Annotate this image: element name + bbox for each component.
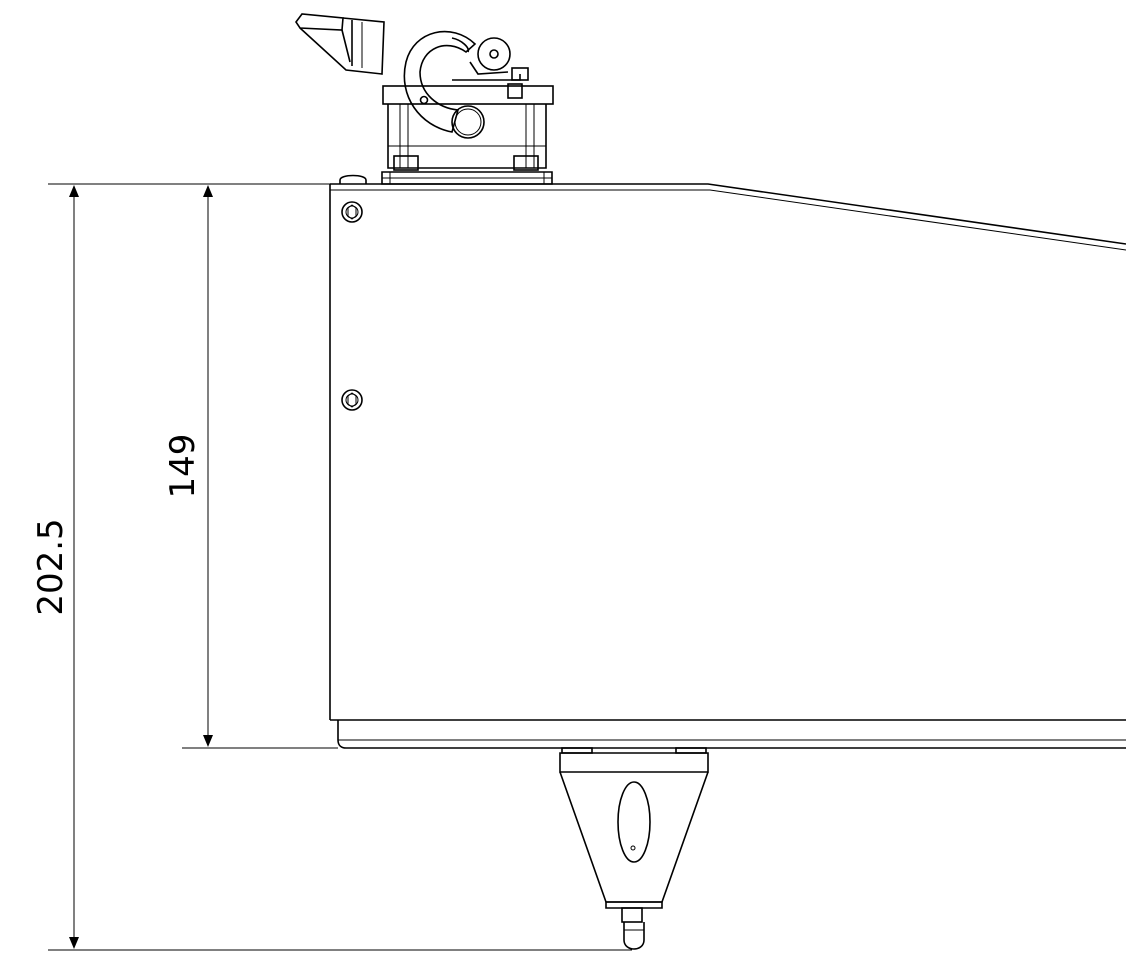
dimension-overall: 202.5 (31, 183, 632, 951)
screw-upper (341, 201, 363, 223)
housing-body (329, 183, 1126, 749)
clamp-mount (295, 13, 554, 185)
clamp-lever (295, 13, 385, 75)
probe (559, 747, 709, 950)
cap-stud (339, 174, 367, 184)
dimension-label-overall: 202.5 (31, 518, 71, 615)
clamp-jaw (403, 30, 529, 139)
dimension-body: 149 (163, 185, 338, 749)
screw-lower (341, 389, 363, 411)
dimension-label-body: 149 (163, 434, 203, 499)
